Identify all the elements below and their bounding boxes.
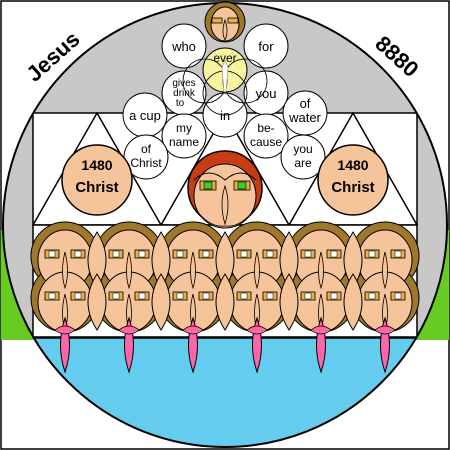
jesus-face [204,1,246,43]
word-myname-2: name [169,135,199,149]
crowd-pupil [48,292,56,300]
crowd-petal [279,273,299,331]
word-ofwater-1: of [300,96,311,111]
crowd-pupil [304,250,312,258]
crowd-pupil [138,292,146,300]
crowd-petal [87,273,107,331]
crowd-lips [54,316,396,374]
word-youare-2: are [294,156,312,170]
badge-left: 1480 Christ [61,144,133,216]
word-you: you [256,86,277,101]
word-because-1: be- [257,121,274,135]
badge-right-number: 1480 [337,157,368,173]
crowd-petal [215,273,235,331]
lip-mouth [310,325,332,335]
badge-left-name: Christ [75,179,118,196]
crowd-pupil [394,250,402,258]
crowd-pupil [138,250,146,258]
crowd-pupil [394,292,402,300]
bubble-youare [280,134,326,180]
crowd-nose [126,251,132,290]
crowd-pupil [330,292,338,300]
crowd-nose [254,251,260,290]
word-ofchrist-1: of [141,142,152,156]
word-ofchrist-2: Christ [130,156,162,170]
word-in: in [220,108,230,123]
lip-mouth [374,325,396,335]
crowd-petal [343,273,363,331]
crowd-pupil [202,292,210,300]
crowd-pupil [266,292,274,300]
bubble-who [161,23,207,69]
word-because-2: cause [250,135,282,149]
bubble-for [243,23,289,69]
crowd-pupil [266,250,274,258]
crowd-pupil [74,250,82,258]
word-acup: a cup [129,108,161,123]
word-gives-1: gives [172,78,195,89]
word-gives-2: drink [173,88,196,99]
word-who: who [171,39,196,54]
bubble-myname [161,113,207,159]
center-face [187,150,263,229]
crowd-nose [318,251,324,290]
crowd-pupil [74,292,82,300]
word-ofwater-2: water [288,110,321,125]
crowd-pupil [202,250,210,258]
crowd-pupil [48,250,56,258]
crowd-pupil [176,292,184,300]
crowd-petal [151,273,171,331]
crowd-nose [382,251,388,290]
word-for: for [258,39,274,54]
lip-mouth [246,325,268,335]
crowd-pupil [368,292,376,300]
crowd-nose [62,251,68,290]
crowd-pupil [368,250,376,258]
lip-mouth [182,325,204,335]
badge-right: 1480 Christ [317,144,389,216]
lip-mouth [54,325,76,335]
crowd-pupil [240,250,248,258]
crowd-pupil [240,292,248,300]
badge-right-name: Christ [331,179,374,196]
lip-mouth [118,325,140,335]
word-gives-3: to [176,98,185,109]
word-youare-1: you [293,142,312,156]
crowd-pupil [112,292,120,300]
word-myname-1: my [176,121,192,135]
crowd-pupil [112,250,120,258]
crowd-pupil [304,292,312,300]
crowd [30,221,420,333]
bubble-because [243,113,289,159]
word-ever: ever [213,51,236,65]
crowd-nose [190,251,196,290]
word-bubbles: who for ever gives drink to you a cup in… [122,23,328,180]
light-ray [221,59,229,93]
badge-left-number: 1480 [81,157,112,173]
crowd-pupil [176,250,184,258]
crowd-pupil [330,250,338,258]
